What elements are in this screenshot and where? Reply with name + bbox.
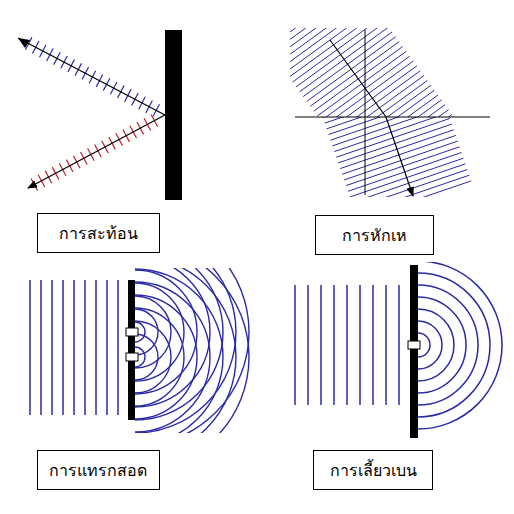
wave-stroke <box>106 280 108 415</box>
wave-stroke <box>354 170 468 197</box>
wave-stroke <box>342 85 431 117</box>
wave-stroke <box>40 280 42 415</box>
wave-stroke <box>135 268 223 420</box>
wave-stroke <box>418 309 454 381</box>
wave-stroke <box>333 285 335 405</box>
incident-arrowhead <box>18 38 30 48</box>
single-slit-barrier <box>410 265 418 438</box>
panel-label: การหักเห <box>342 223 407 248</box>
normal-line <box>365 30 366 195</box>
label-box: การหักเห <box>315 215 434 255</box>
wave-stroke <box>29 280 31 415</box>
wave-stroke <box>307 285 309 405</box>
wave-stroke <box>353 100 442 117</box>
incident-wavefronts <box>290 28 452 117</box>
panel-label: การสะท้อน <box>59 221 138 246</box>
wave-stroke <box>335 76 424 117</box>
slit <box>408 341 420 349</box>
double-slit-barrier <box>128 280 135 420</box>
wave-stroke <box>117 280 119 415</box>
label-box: การเลี้ยวเบน <box>313 450 433 490</box>
label-box: การแทรกสอด <box>37 450 160 490</box>
incident-ray <box>18 38 165 115</box>
wave-stroke <box>135 296 171 368</box>
wave-stroke <box>290 28 374 72</box>
wave-stroke <box>346 90 435 117</box>
wave-stroke <box>356 105 445 117</box>
wave-stroke <box>418 321 442 369</box>
wave-stroke <box>293 28 382 82</box>
boundary-line <box>295 117 490 118</box>
slit <box>126 328 138 336</box>
wave-stroke <box>135 268 210 407</box>
reflection-figure <box>25 37 159 190</box>
wave-stroke <box>328 66 417 117</box>
wave-stroke <box>73 280 75 415</box>
wave-stroke <box>135 269 223 433</box>
wave-stroke <box>418 297 466 393</box>
refracted-ray <box>330 40 413 196</box>
wave-stroke <box>398 285 400 405</box>
plane-waves <box>30 280 118 415</box>
wave-stroke <box>135 268 249 433</box>
reflected-ray <box>28 115 165 188</box>
wave-stroke <box>62 280 64 415</box>
refracted-wavefronts <box>323 117 471 197</box>
wave-stroke <box>296 28 385 87</box>
circular-waves <box>135 268 249 433</box>
wave-stroke <box>359 285 361 405</box>
wave-stroke <box>135 321 171 393</box>
wave-stroke <box>135 295 197 419</box>
wave-stroke <box>418 262 502 429</box>
wave-stroke <box>329 117 443 135</box>
label-box: การสะท้อน <box>37 213 160 253</box>
wave-stroke <box>320 285 322 405</box>
wave-stroke <box>338 80 427 117</box>
wave-stroke <box>346 285 348 405</box>
panel-label: การเลี้ยวเบน <box>330 458 417 483</box>
wave-stroke <box>334 117 448 152</box>
wave-stroke <box>135 268 236 433</box>
wave-stroke <box>418 273 490 417</box>
wave-stroke <box>135 268 236 433</box>
wave-stroke <box>360 110 449 117</box>
wave-stroke <box>84 280 86 415</box>
wave-stroke <box>135 268 249 433</box>
circular-waves <box>418 262 502 429</box>
wave-stroke <box>294 285 296 405</box>
wave-stroke <box>135 282 210 432</box>
plane-waves <box>295 285 399 405</box>
panel-label: การแทรกสอด <box>49 458 147 483</box>
wave-stroke <box>352 164 466 197</box>
mirror <box>165 30 182 200</box>
slit <box>126 353 138 361</box>
wave-stroke <box>135 308 184 406</box>
wave-stroke <box>51 280 53 415</box>
wave-stroke <box>372 285 374 405</box>
wave-stroke <box>385 285 387 405</box>
wave-stroke <box>418 285 478 405</box>
wave-stroke <box>349 95 438 117</box>
wave-stroke <box>95 280 97 415</box>
wave-stroke <box>358 181 472 197</box>
